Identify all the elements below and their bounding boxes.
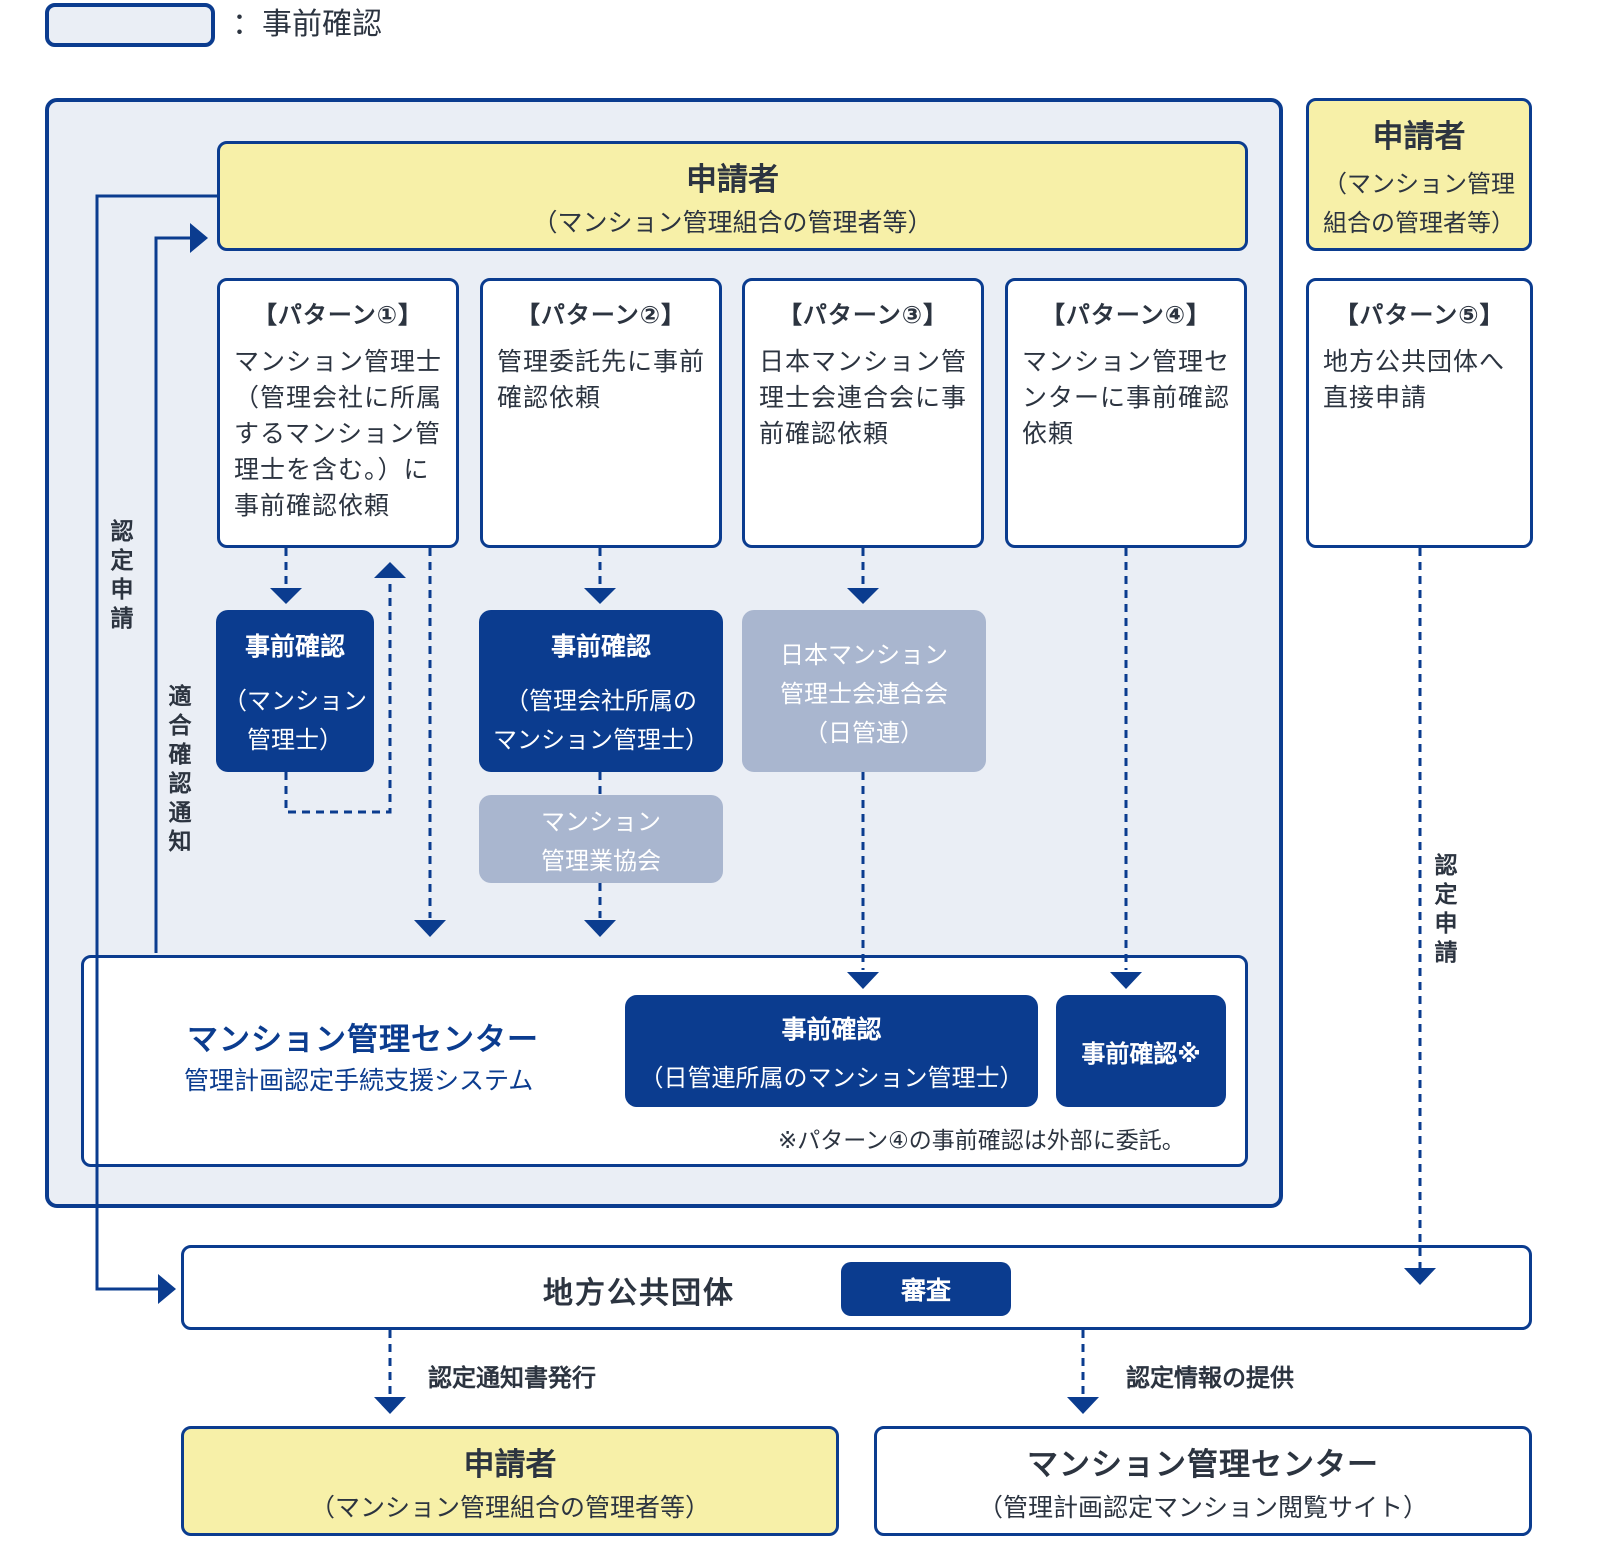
applicant-right-subtitle-line1: （マンション管理 (1323, 170, 1515, 198)
pattern-1-body: マンション管理士（管理会社に所属するマンション管理士を含む。）に事前確認依頼 (234, 347, 443, 520)
arrow-gov-info (1067, 1397, 1099, 1414)
pattern-5-box: 【パターン⑤】 地方公共団体へ直接申請 (1306, 278, 1533, 548)
flow-line-outer (95, 194, 217, 1291)
pattern-2-box: 【パターン②】 管理委託先に事前確認依頼 (480, 278, 722, 548)
arrow-p5-gov (1404, 1268, 1436, 1285)
arrow-p3-center (847, 972, 879, 989)
legend-label: ：事前確認 (232, 7, 382, 42)
applicant-bottom-title: 申請者 (463, 1446, 557, 1483)
check-p1-title: 事前確認 (244, 632, 345, 661)
review-badge: 審査 (841, 1262, 1011, 1316)
applicant-top-title: 申請者 (686, 161, 779, 198)
applicant-right-title: 申請者 (1372, 119, 1466, 155)
check-p1-box: 事前確認 （マンション 管理士） (216, 610, 374, 772)
center-subtitle: 管理計画認定手続支援システム (184, 1066, 534, 1095)
pattern-5-body: 地方公共団体へ直接申請 (1323, 347, 1506, 412)
center-bottom-title: マンション管理センター (1027, 1446, 1379, 1483)
assoc-line1: マンション (541, 808, 661, 836)
pattern-4-title: 【パターン④】 (1040, 301, 1212, 329)
local-gov-title: 地方公共団体 (543, 1276, 735, 1311)
vertical-label-left-inner: 適合確認通知 (168, 684, 192, 855)
applicant-right-box: 申請者 （マンション管理 組合の管理者等） (1306, 98, 1532, 251)
arrow-p1-direct (414, 920, 446, 937)
pattern-2-title: 【パターン②】 (515, 301, 687, 329)
legend-swatch (45, 3, 215, 47)
center-check-a-title: 事前確認 (781, 1014, 882, 1044)
check-p2-sub-line1: （管理会社所属の (505, 687, 697, 715)
assoc-box: マンション 管理業協会 (479, 795, 723, 883)
check-p1-sub-line2: 管理士） (247, 726, 343, 754)
vertical-label-left-outer: 認定申請 (110, 519, 134, 632)
pattern-3-box: 【パターン③】 日本マンション管理士会連合会に事前確認依頼 (742, 278, 984, 548)
applicant-bottom-box: 申請者 （マンション管理組合の管理者等） (181, 1426, 839, 1536)
applicant-top-subtitle: （マンション管理組合の管理者等） (532, 207, 933, 237)
flow-info-label: 認定情報の提供 (1126, 1364, 1294, 1392)
pattern-3-title: 【パターン③】 (777, 301, 949, 329)
pattern-1-box: 【パターン①】 マンション管理士（管理会社に所属するマンション管理士を含む。）に… (217, 278, 459, 548)
applicant-bottom-subtitle: （マンション管理組合の管理者等） (309, 1492, 710, 1522)
pattern-1-title: 【パターン①】 (252, 301, 424, 329)
pattern-4-body: マンション管理センターに事前確認依頼 (1022, 347, 1231, 448)
check-p2-sub-line2: マンション管理士） (493, 726, 709, 754)
center-note: ※パターン④の事前確認は外部に委託。 (778, 1128, 1185, 1154)
check-p1-sub-line1: （マンション (223, 687, 367, 715)
check-p3-line3: （日管連） (804, 718, 924, 747)
center-bottom-subtitle: （管理計画認定マンション閲覧サイト） (977, 1492, 1428, 1522)
applicant-right-subtitle-line2: 組合の管理者等） (1323, 209, 1515, 237)
arrow-outer-gov (158, 1274, 176, 1304)
flow-notice-label: 認定通知書発行 (428, 1364, 596, 1392)
center-check-a-sub: （日管連所属のマンション管理士） (639, 1063, 1024, 1092)
center-check-a-box: 事前確認 （日管連所属のマンション管理士） (625, 995, 1038, 1107)
vertical-label-right: 認定申請 (1434, 853, 1458, 966)
pattern-2-body: 管理委託先に事前確認依頼 (497, 347, 706, 412)
check-p2-title: 事前確認 (550, 632, 651, 661)
center-bottom-box: マンション管理センター （管理計画認定マンション閲覧サイト） (874, 1426, 1532, 1536)
pattern-3-body: 日本マンション管理士会連合会に事前確認依頼 (759, 347, 968, 448)
assoc-line2: 管理業協会 (541, 847, 661, 875)
arrow-p4-center (1110, 972, 1142, 989)
arrow-p1-down (270, 588, 302, 604)
arrow-inner-applicant (190, 223, 208, 253)
review-label: 審査 (900, 1276, 951, 1305)
flow-line-inner (154, 236, 195, 953)
check-p3-line1: 日本マンション (780, 640, 948, 669)
pattern-5-title: 【パターン⑤】 (1334, 301, 1505, 329)
center-check-b-box: 事前確認※ (1056, 995, 1226, 1107)
arrow-p1-up (374, 562, 406, 578)
pattern-4-box: 【パターン④】 マンション管理センターに事前確認依頼 (1005, 278, 1247, 548)
check-p3-line2: 管理士会連合会 (780, 679, 948, 708)
center-check-b-label: 事前確認※ (1081, 1039, 1201, 1068)
applicant-top-box: 申請者 （マンション管理組合の管理者等） (217, 141, 1248, 251)
center-box: マンション管理センター 管理計画認定手続支援システム ※パターン④の事前確認は外… (81, 955, 1248, 1167)
check-p3-box: 日本マンション 管理士会連合会 （日管連） (742, 610, 986, 772)
check-p2-box: 事前確認 （管理会社所属の マンション管理士） (479, 610, 723, 772)
center-title: マンション管理センター (187, 1022, 539, 1058)
dashed-p1-return (284, 578, 392, 814)
arrow-p3-down (847, 588, 879, 604)
arrow-p2-down (584, 588, 616, 604)
arrow-gov-notice (374, 1397, 406, 1414)
arrow-assoc-down (584, 920, 616, 937)
